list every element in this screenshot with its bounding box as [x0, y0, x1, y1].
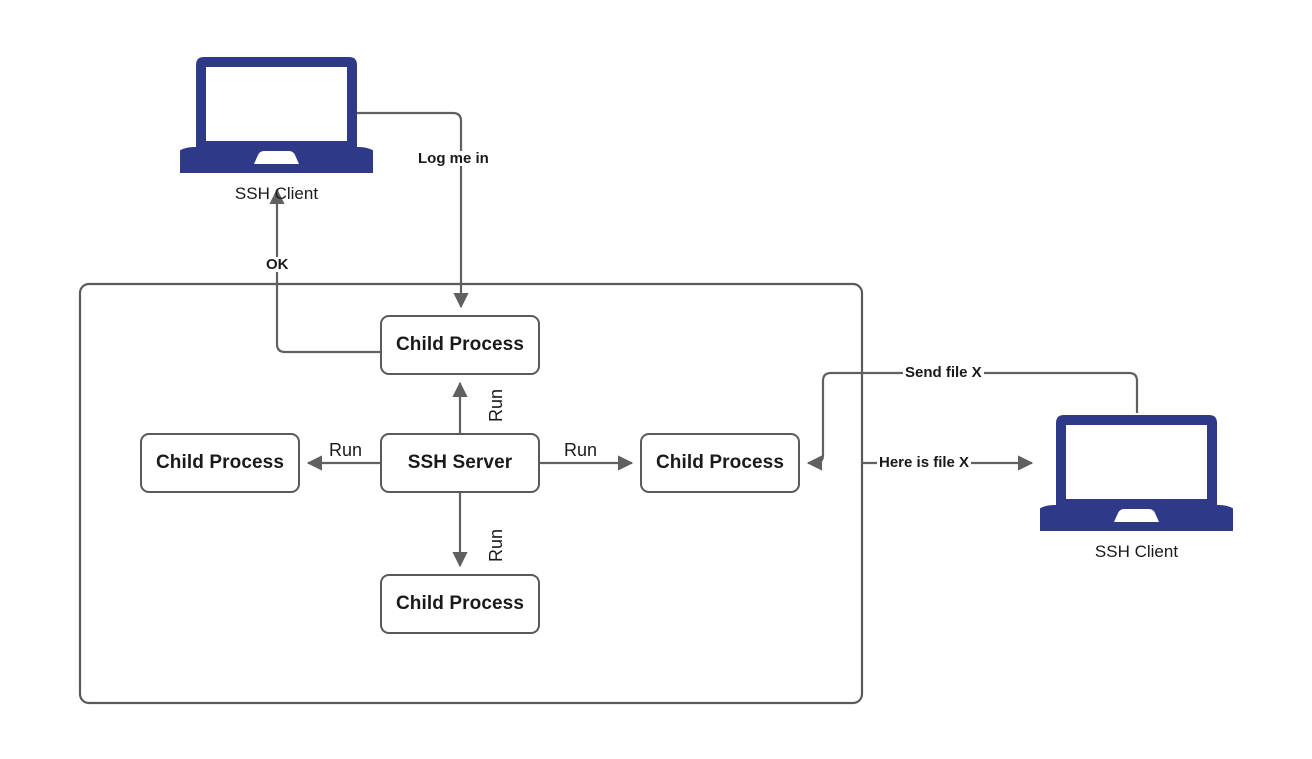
edge-label-run-left: Run — [327, 440, 365, 460]
laptop-glyph — [1029, 415, 1244, 531]
edge-label-run-right: Run — [562, 440, 600, 460]
node-child-process-top[interactable]: Child Process — [380, 315, 540, 375]
ssh-server-host-boundary — [78, 282, 864, 705]
laptop-icon-ssh-client-right[interactable] — [1029, 413, 1244, 533]
laptop-icon-ssh-client-top[interactable] — [169, 55, 384, 175]
edge-label-ok: OK — [264, 256, 291, 273]
node-child-process-bottom[interactable]: Child Process — [380, 574, 540, 634]
node-label: Child Process — [395, 334, 524, 355]
laptop-glyph — [169, 57, 384, 173]
laptop-label-ssh-client-right: SSH Client — [1094, 542, 1179, 561]
node-label: SSH Server — [407, 452, 513, 473]
edge-label-run-up: Run — [486, 387, 506, 423]
edge-label-log-me-in: Log me in — [416, 150, 491, 167]
edge-ok — [269, 188, 380, 354]
node-label: Child Process — [395, 593, 524, 614]
edge-send-file-x — [806, 371, 1139, 471]
node-child-process-right[interactable]: Child Process — [640, 433, 800, 493]
edge-log-me-in — [357, 111, 469, 309]
edge-label-run-down: Run — [486, 527, 506, 563]
edge-label-here-is-file-x: Here is file X — [877, 454, 972, 471]
node-label: Child Process — [655, 452, 784, 473]
node-ssh-server[interactable]: SSH Server — [380, 433, 540, 493]
edge-label-send-file-x: Send file X — [903, 364, 984, 381]
node-label: Child Process — [155, 452, 284, 473]
laptop-label-ssh-client-top: SSH Client — [234, 184, 319, 203]
node-child-process-left[interactable]: Child Process — [140, 433, 300, 493]
